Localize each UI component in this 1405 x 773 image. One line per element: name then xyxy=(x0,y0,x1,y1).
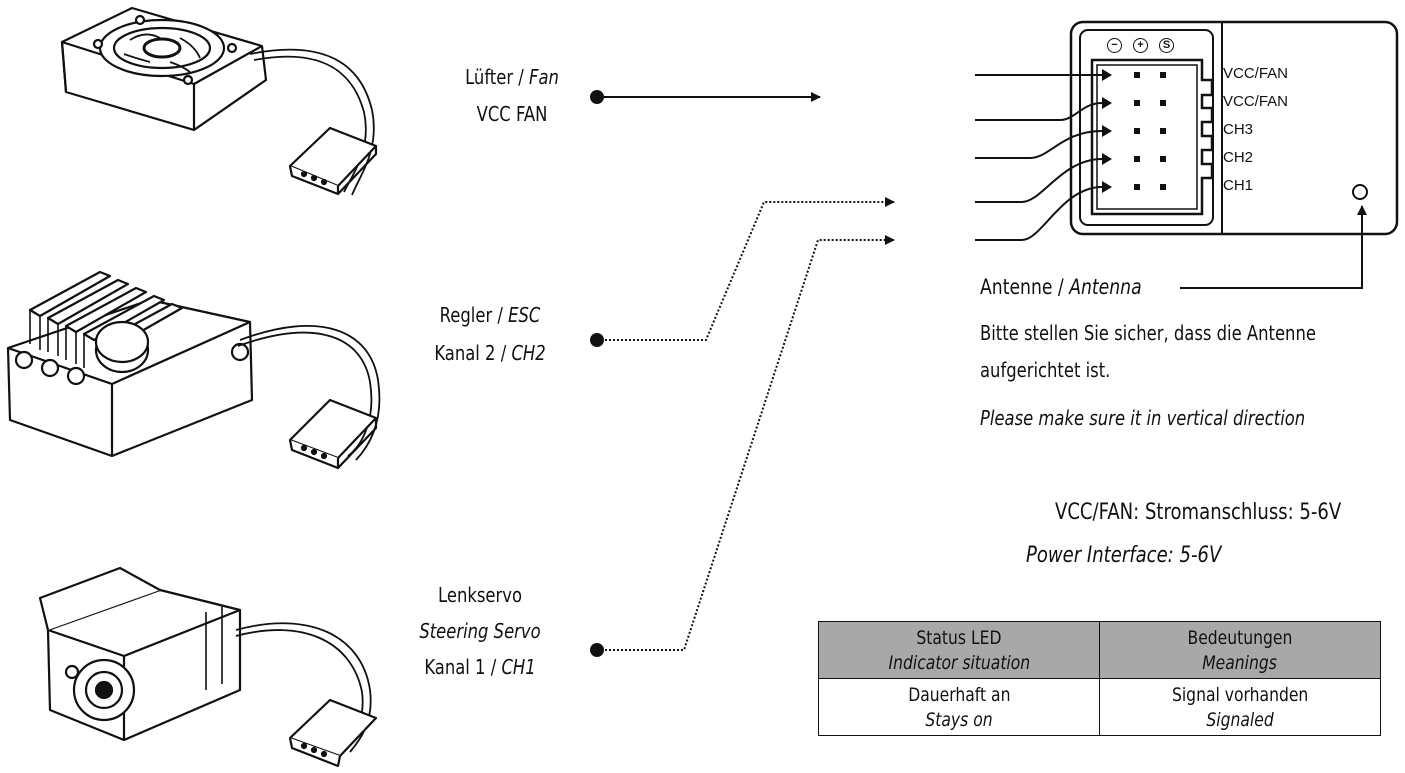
receiver-pins xyxy=(1102,69,1166,193)
antenna-label: Antenne / Antenna xyxy=(980,274,1142,300)
servo-channel-de: Kanal 1 / xyxy=(424,655,502,679)
header-meanings-en: Meanings xyxy=(1202,652,1278,674)
pin-label-ch3: CH3 xyxy=(1223,121,1254,138)
esc-channel: Kanal 2 / CH2 xyxy=(367,340,613,366)
servo-name-en: Steering Servo xyxy=(419,619,541,643)
table-row: Dauerhaft an Stays on Signal vorhanden S… xyxy=(818,678,1381,736)
fan-illustration xyxy=(60,6,378,196)
fan-channel: VCC FAN xyxy=(476,102,548,126)
esc-illustration xyxy=(6,270,381,470)
cell-meaning: Signal vorhanden Signaled xyxy=(1099,678,1381,736)
antenna-label-en: Antenna xyxy=(1069,275,1142,299)
esc-connection xyxy=(590,197,895,347)
pin-label-ch1: CH1 xyxy=(1223,177,1254,194)
servo-channel-en: CH1 xyxy=(501,655,536,679)
table-header-row: Status LED Indicator situation Bedeutung… xyxy=(818,621,1381,679)
receiver xyxy=(975,20,1399,289)
pin-label-vcc-fan-2: VCC/FAN xyxy=(1223,93,1289,110)
antenna-note-en: Please make sure it in vertical directio… xyxy=(980,406,1306,430)
servo-name-de: Lenkservo xyxy=(438,583,522,607)
header-status-led-en: Indicator situation xyxy=(888,652,1030,674)
pin-label-ch2: CH2 xyxy=(1223,149,1254,166)
header-meanings: Bedeutungen Meanings xyxy=(1099,621,1381,679)
plus-symbol: + xyxy=(1133,38,1148,53)
fan-connection xyxy=(590,90,821,104)
antenna-note-de-2: aufgerichtet ist. xyxy=(980,358,1111,382)
esc-name-en: ESC xyxy=(508,303,541,327)
signal-symbol: S xyxy=(1159,38,1174,53)
power-line-en: Power Interface: 5-6V xyxy=(1026,543,1222,568)
esc-channel-de: Kanal 2 / xyxy=(434,341,512,365)
esc-name-de: Regler / xyxy=(439,303,509,327)
cell-status-en: Stays on xyxy=(925,709,993,731)
esc-channel-en: CH2 xyxy=(511,341,546,365)
header-status-led: Status LED Indicator situation xyxy=(818,621,1100,679)
header-status-led-de: Status LED xyxy=(916,627,1002,649)
header-meanings-de: Bedeutungen xyxy=(1187,627,1293,649)
servo-illustration xyxy=(38,566,378,768)
power-line-de: VCC/FAN: Stromanschluss: 5-6V xyxy=(1055,500,1342,525)
cell-meaning-de: Signal vorhanden xyxy=(1171,684,1309,706)
cell-status: Dauerhaft an Stays on xyxy=(818,678,1100,736)
fan-name-de: Lüfter / xyxy=(465,65,530,89)
servo-channel: Kanal 1 / CH1 xyxy=(357,654,603,680)
cell-meaning-en: Signaled xyxy=(1206,709,1274,731)
fan-label: Lüfter / Fan xyxy=(389,64,635,90)
antenna-label-de: Antenne / xyxy=(980,275,1070,299)
minus-symbol: − xyxy=(1107,38,1122,53)
esc-label: Regler / ESC xyxy=(367,302,613,328)
fan-name-en: Fan xyxy=(529,65,559,89)
cell-status-de: Dauerhaft an xyxy=(907,684,1011,706)
servo-connection xyxy=(590,235,895,657)
pin-label-vcc-fan-1: VCC/FAN xyxy=(1223,65,1289,82)
antenna-note-de-1: Bitte stellen Sie sicher, dass die Anten… xyxy=(980,321,1316,345)
led-status-table: Status LED Indicator situation Bedeutung… xyxy=(818,621,1381,736)
